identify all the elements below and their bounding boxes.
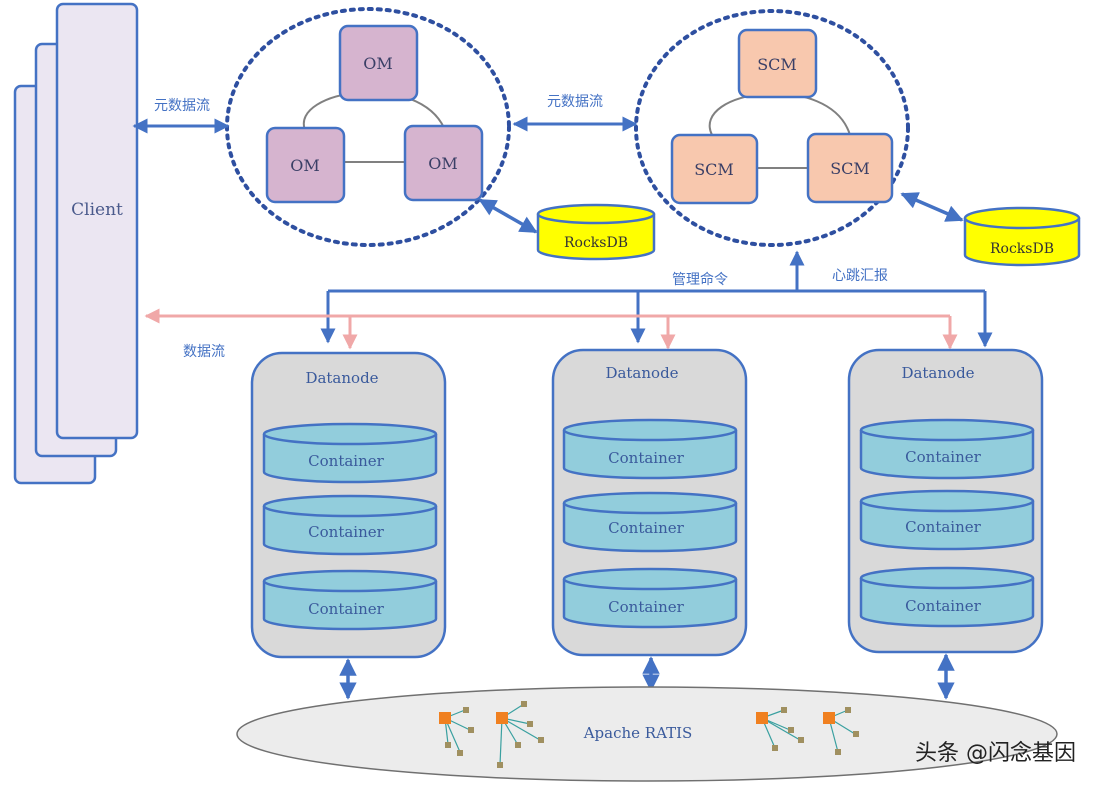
data-flow-bus	[144, 308, 958, 350]
datanode-3-container-3: Container	[859, 566, 1035, 628]
container-label: Container	[905, 597, 981, 615]
apache-ratis: Apache RATIS	[236, 686, 1058, 782]
scm-rocksdb: RocksDB	[963, 206, 1081, 267]
management-cmd-label: 管理命令	[672, 271, 728, 288]
om-rocksdb: RocksDB	[536, 203, 656, 261]
datanode-1-container-1: Container	[262, 422, 438, 484]
management-bus	[320, 250, 993, 348]
datanode-1-container-3: Container	[262, 569, 438, 631]
datanode-1-container-2: Container	[262, 494, 438, 556]
client-stack: Client	[13, 2, 139, 485]
container-label: Container	[308, 523, 384, 541]
om-node-left	[265, 126, 346, 204]
scm-ring-arc	[708, 92, 851, 136]
datanode-1: Datanode Container Container Container	[250, 351, 447, 659]
scm-node-top-label: SCM	[757, 55, 797, 74]
scm-node-top	[737, 28, 818, 99]
raft-tree-icon	[439, 707, 474, 756]
client-label: Client	[71, 200, 123, 220]
ratis-label: Apache RATIS	[583, 724, 693, 742]
om-rocksdb-arrow	[478, 198, 538, 234]
container-label: Container	[905, 448, 981, 466]
scm-node-left-label: SCM	[694, 160, 734, 179]
container-label: Container	[905, 518, 981, 536]
heartbeat-label: 心跳汇报	[832, 268, 888, 284]
watermark: 头条 @闪念基因	[915, 741, 1076, 766]
scm-node-right	[806, 132, 894, 204]
raft-tree-icon	[756, 707, 804, 751]
raft-tree-icon	[496, 701, 544, 768]
raft-tree-icon	[823, 707, 859, 755]
client-om-flow-label: 元数据流	[154, 98, 210, 114]
container-label: Container	[608, 519, 684, 537]
om-node-right-label: OM	[428, 154, 458, 173]
om-node-top	[338, 24, 419, 102]
om-cluster: OM OM OM	[225, 7, 511, 247]
scm-rocksdb-label: RocksDB	[990, 241, 1054, 257]
datanode-2-container-1: Container	[562, 418, 738, 480]
scm-node-right-label: SCM	[830, 159, 870, 178]
datanode-3-title: Datanode	[901, 364, 974, 382]
om-rocksdb-label: RocksDB	[564, 235, 628, 251]
scm-cluster: SCM SCM SCM	[634, 9, 910, 247]
container-label: Container	[608, 449, 684, 467]
client-page-front	[55, 2, 139, 440]
datanode-2-title: Datanode	[605, 364, 678, 382]
om-node-right	[403, 124, 484, 202]
datanode-2-container-2: Container	[562, 491, 738, 553]
om-scm-flow-label: 元数据流	[547, 94, 603, 110]
datanode-3-container-2: Container	[859, 489, 1035, 551]
datanode-1-title: Datanode	[305, 369, 378, 387]
datanode-3: Datanode Container Container Container	[847, 348, 1044, 654]
container-label: Container	[608, 598, 684, 616]
datanode-2: Datanode Container Container Container	[551, 348, 748, 657]
container-label: Container	[308, 452, 384, 470]
container-label: Container	[308, 600, 384, 618]
scm-node-left	[670, 133, 759, 205]
scm-rocksdb-arrow	[900, 192, 964, 222]
data-flow-label: 数据流	[183, 344, 225, 360]
datanode-3-container-1: Container	[859, 418, 1035, 480]
om-node-left-label: OM	[290, 156, 320, 175]
om-node-top-label: OM	[363, 54, 393, 73]
datanode-2-container-3: Container	[562, 567, 738, 629]
